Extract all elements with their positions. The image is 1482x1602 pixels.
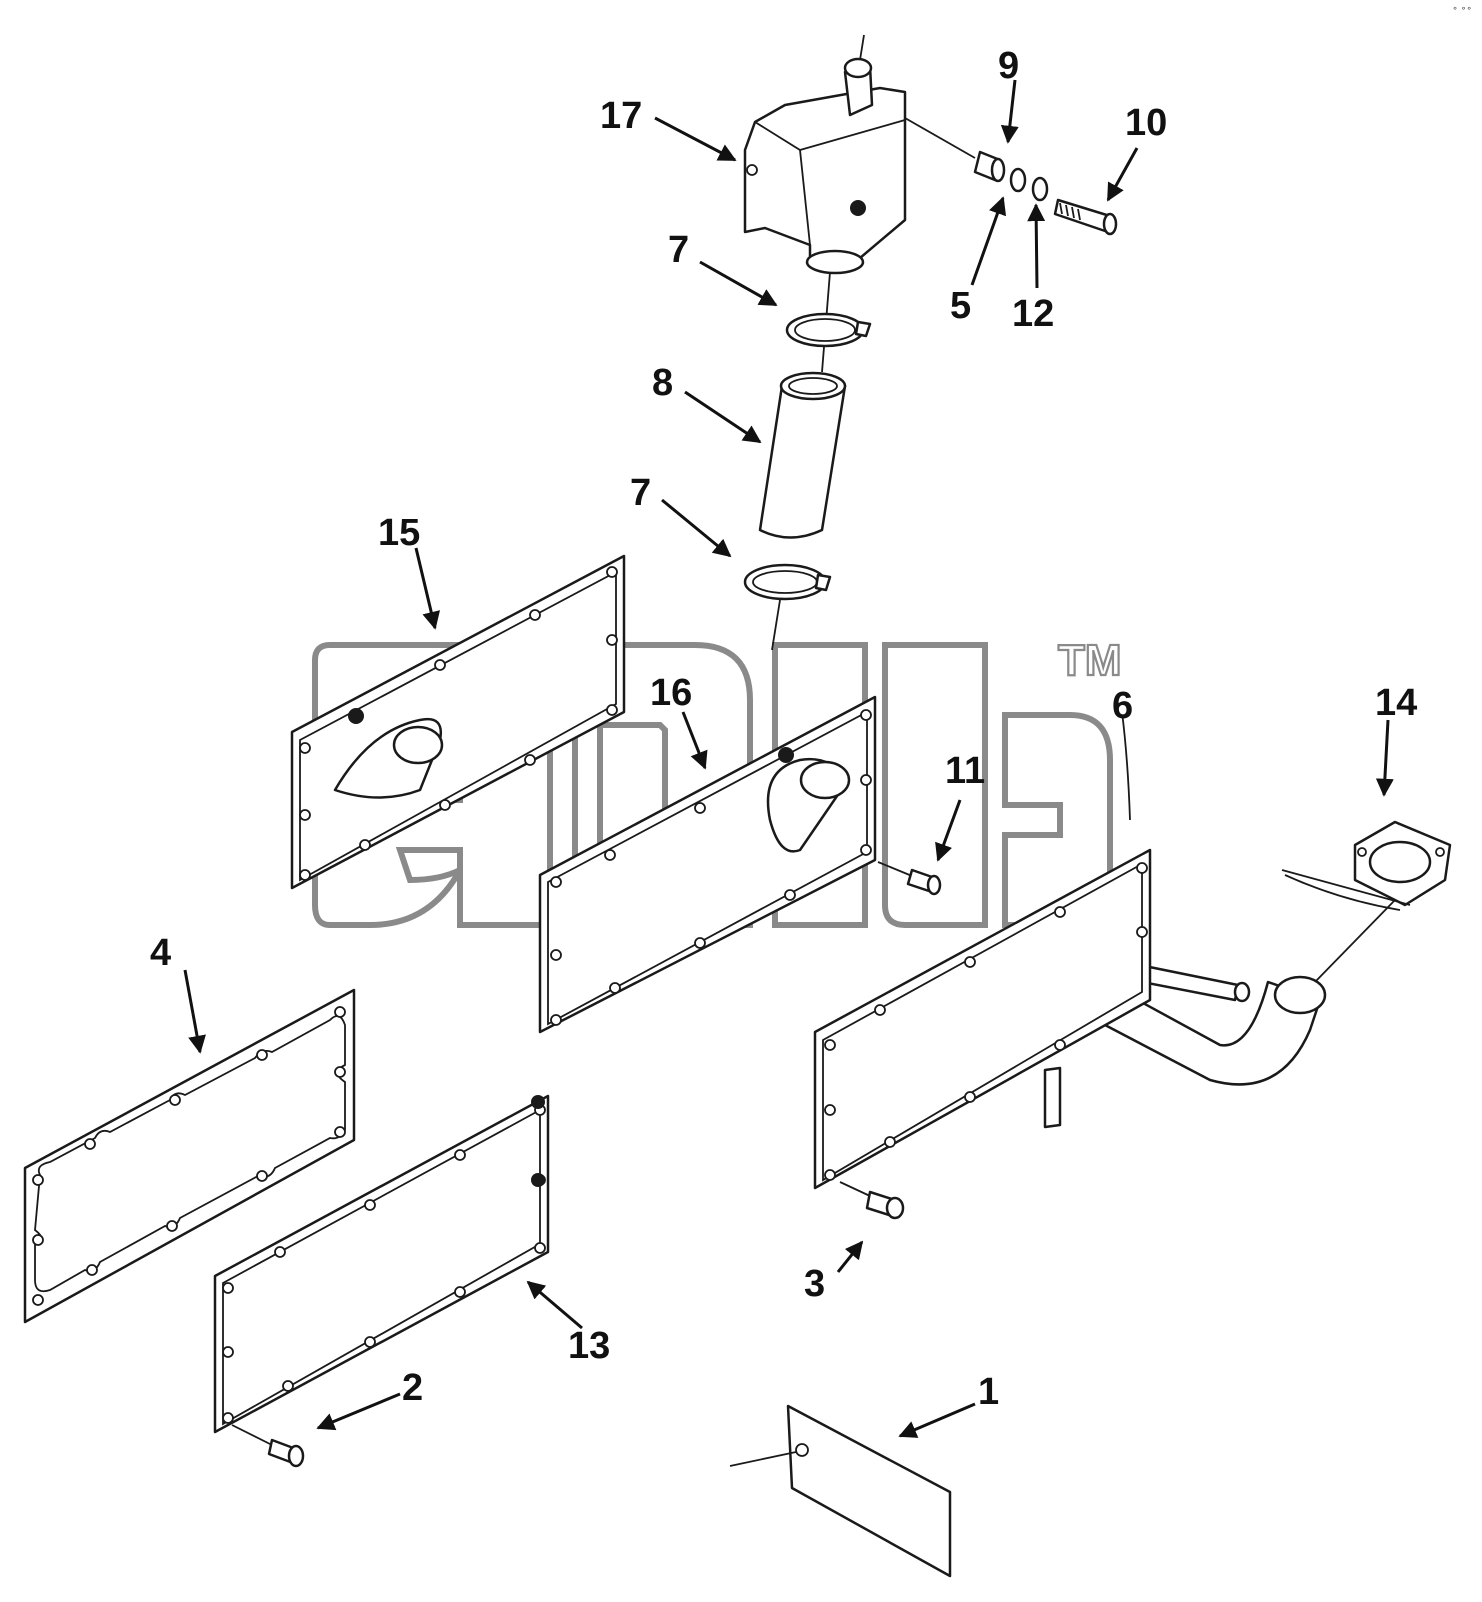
part-17-inlet-housing [743,34,907,275]
leader-arrows [183,79,1394,1438]
part-3-side-plate [813,848,1152,1220]
part-13-cover-plate [213,1094,550,1434]
part-5-washer [1009,167,1027,193]
callout-labels: 17 9 10 5 12 7 8 7 15 16 6 11 14 4 13 2 … [150,45,1417,1413]
callout-11: 11 [945,750,985,792]
part-12-washer [1031,176,1049,202]
part-10-bolt [1053,198,1118,236]
part-9-spacer [904,117,1006,183]
callout-17: 17 [600,95,642,137]
callout-8: 8 [652,362,673,404]
part-11-screw [877,861,942,896]
part-7-upper-clamp [785,271,872,373]
part-2-screw [231,1424,305,1468]
callout-4: 4 [150,932,171,974]
part-6-dipstick [1114,702,1131,821]
watermark-trademark: TM [1058,636,1122,685]
callout-7-upper: 7 [668,229,689,271]
part-1-tag [729,1404,952,1578]
callout-14: 14 [1375,682,1417,724]
corner-mark: ∘ ∘∘ [1452,4,1472,14]
callout-3: 3 [804,1263,825,1305]
part-8-tube [758,371,847,539]
callout-9: 9 [998,45,1019,87]
part-4-gasket [23,988,356,1324]
callout-1: 1 [978,1371,999,1413]
callout-2: 2 [402,1367,423,1409]
callout-10: 10 [1125,102,1167,144]
callout-7-lower: 7 [630,472,651,514]
callout-6: 6 [1112,685,1133,727]
part-15-cover-plate [290,554,626,890]
callout-13: 13 [568,1325,610,1367]
part-7-lower-clamp [743,563,832,651]
part-16-cover-plate [538,695,877,1034]
callout-16: 16 [650,672,692,714]
callout-15: 15 [378,512,420,554]
callout-5: 5 [950,285,971,327]
callout-12: 12 [1012,293,1054,335]
